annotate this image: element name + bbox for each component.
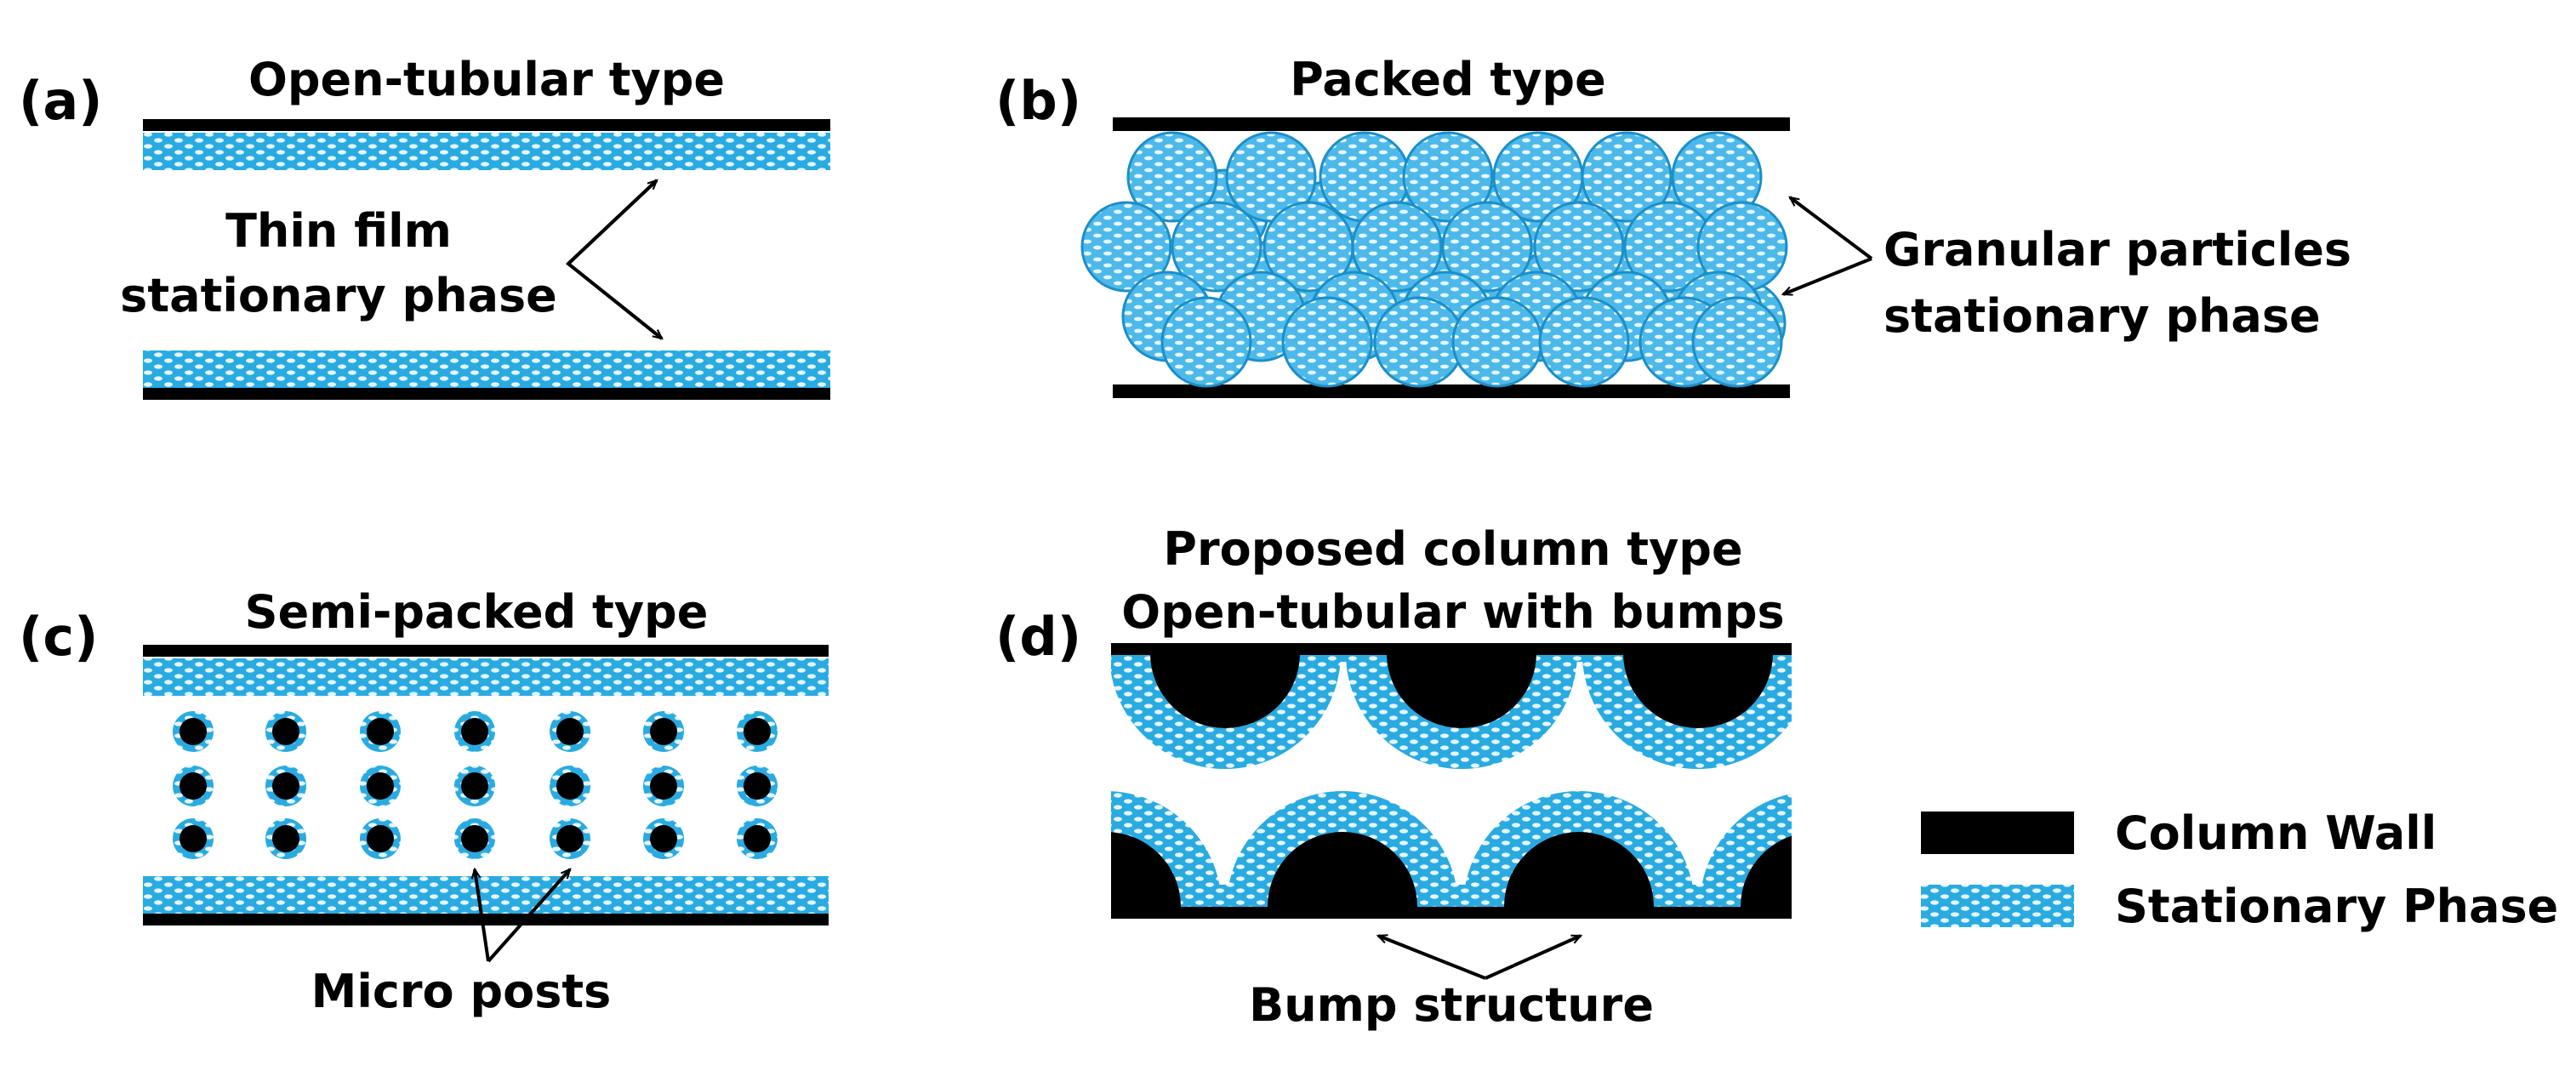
particle bbox=[1351, 201, 1443, 293]
panel-b-bottom-wall bbox=[1113, 384, 1790, 398]
micro-post bbox=[650, 772, 677, 800]
legend-stationary-label: Stationary Phase bbox=[2115, 880, 2558, 933]
particle bbox=[1373, 296, 1465, 388]
micro-post bbox=[556, 718, 584, 745]
panel-c-tag: (c) bbox=[19, 606, 98, 668]
micro-post bbox=[367, 718, 394, 745]
particle bbox=[1538, 296, 1630, 388]
panel-a-top-wall bbox=[143, 119, 830, 131]
bump-bottom bbox=[1111, 832, 1181, 917]
panel-b-annotation-line1: Granular particles bbox=[1884, 223, 2351, 276]
particle bbox=[1533, 201, 1625, 293]
panel-a-title: Open-tubular type bbox=[248, 53, 725, 106]
panel-d-arrow-left-icon bbox=[1378, 934, 1486, 980]
micro-post bbox=[367, 825, 394, 852]
micro-post bbox=[650, 825, 677, 852]
micro-post bbox=[650, 718, 677, 745]
panel-c-bottom-film bbox=[143, 876, 829, 914]
micro-post bbox=[272, 718, 299, 745]
panel-d-title-line1: Proposed column type bbox=[1163, 522, 1742, 576]
panel-a-bottom-film bbox=[143, 350, 830, 388]
legend-wall-label: Column Wall bbox=[2115, 806, 2436, 860]
panel-b-arrow-down-icon bbox=[1783, 257, 1872, 296]
panel-d: (d) Proposed column type Open-tubular wi… bbox=[995, 522, 1792, 1032]
panel-b-arrow-up-icon bbox=[1790, 196, 1873, 260]
panel-d-title-line2: Open-tubular with bumps bbox=[1121, 585, 1784, 639]
particle bbox=[1171, 201, 1262, 293]
micro-post bbox=[744, 825, 771, 852]
panel-a-annotation-line2: stationary phase bbox=[120, 269, 557, 322]
bump-bottom bbox=[1268, 832, 1417, 917]
panel-a-annotation-line1: Thin film bbox=[225, 204, 452, 258]
particle bbox=[1080, 201, 1172, 293]
panel-a-bottom-wall bbox=[143, 388, 830, 400]
panel-b-tag: (b) bbox=[995, 70, 1081, 132]
particle bbox=[1126, 131, 1218, 223]
panel-c-title: Semi-packed type bbox=[245, 585, 709, 639]
panel-b-annotation-line2: stationary phase bbox=[1884, 289, 2321, 343]
micro-post bbox=[272, 772, 299, 800]
particle bbox=[1441, 201, 1533, 293]
micro-post bbox=[556, 825, 584, 852]
panel-c-top-wall bbox=[143, 645, 829, 657]
micro-post bbox=[367, 772, 394, 800]
panel-d-bottom-wall bbox=[1111, 907, 1792, 919]
particle bbox=[1581, 131, 1673, 223]
top-bumps bbox=[1111, 643, 1792, 769]
micro-post bbox=[556, 772, 584, 800]
granular-particles bbox=[1080, 131, 1788, 388]
micro-post bbox=[461, 825, 488, 852]
panel-d-arrow-right-icon bbox=[1485, 934, 1581, 980]
bump-bottom bbox=[1504, 832, 1654, 917]
micro-post bbox=[180, 825, 207, 852]
panel-a: (a) Open-tubular type Thin film stationa… bbox=[19, 53, 830, 400]
panel-a-pointer-icon bbox=[565, 179, 664, 340]
panel-c-arrow-left-icon bbox=[475, 869, 490, 962]
bottom-bumps bbox=[1111, 791, 1792, 917]
micro-post bbox=[744, 718, 771, 745]
panel-b-top-wall bbox=[1113, 117, 1790, 131]
panel-a-arrow-up-icon bbox=[567, 180, 657, 265]
micro-post bbox=[744, 772, 771, 800]
bump-top bbox=[1623, 643, 1773, 728]
particle bbox=[1451, 296, 1543, 388]
panel-c-arrow-right-icon bbox=[487, 869, 570, 963]
micro-post bbox=[461, 718, 488, 745]
bump-top bbox=[1150, 643, 1300, 728]
panel-c-top-film bbox=[143, 658, 829, 696]
micro-post bbox=[180, 772, 207, 800]
micro-post bbox=[180, 718, 207, 745]
micro-post bbox=[461, 772, 488, 800]
bump-top bbox=[1387, 643, 1536, 728]
legend-stationary-swatch bbox=[1921, 885, 2074, 927]
panel-d-top-wall bbox=[1111, 643, 1792, 655]
panel-d-tag: (d) bbox=[995, 606, 1081, 668]
particle bbox=[1281, 296, 1373, 388]
panel-c-annotation: Micro posts bbox=[311, 965, 612, 1018]
particle bbox=[1402, 131, 1494, 223]
legend-wall-swatch bbox=[1921, 812, 2074, 854]
micro-posts bbox=[173, 711, 778, 859]
particle bbox=[1160, 296, 1252, 388]
panel-c: (c) Semi-packed type Micro posts bbox=[19, 585, 829, 1018]
legend: Column Wall Stationary Phase bbox=[1921, 806, 2558, 933]
micro-post bbox=[272, 825, 299, 852]
panel-a-arrow-down-icon bbox=[567, 262, 662, 340]
panel-a-top-film bbox=[143, 133, 830, 170]
panel-b-title: Packed type bbox=[1290, 53, 1605, 106]
panel-b: (b) Packed type Granular particles stati… bbox=[995, 53, 2351, 398]
particle bbox=[1691, 296, 1783, 388]
panel-d-annotation: Bump structure bbox=[1249, 978, 1654, 1032]
bump-bottom bbox=[1741, 835, 1792, 917]
bump-channel bbox=[1111, 643, 1792, 917]
panel-c-bottom-wall bbox=[143, 914, 829, 925]
panel-a-tag: (a) bbox=[19, 70, 103, 132]
